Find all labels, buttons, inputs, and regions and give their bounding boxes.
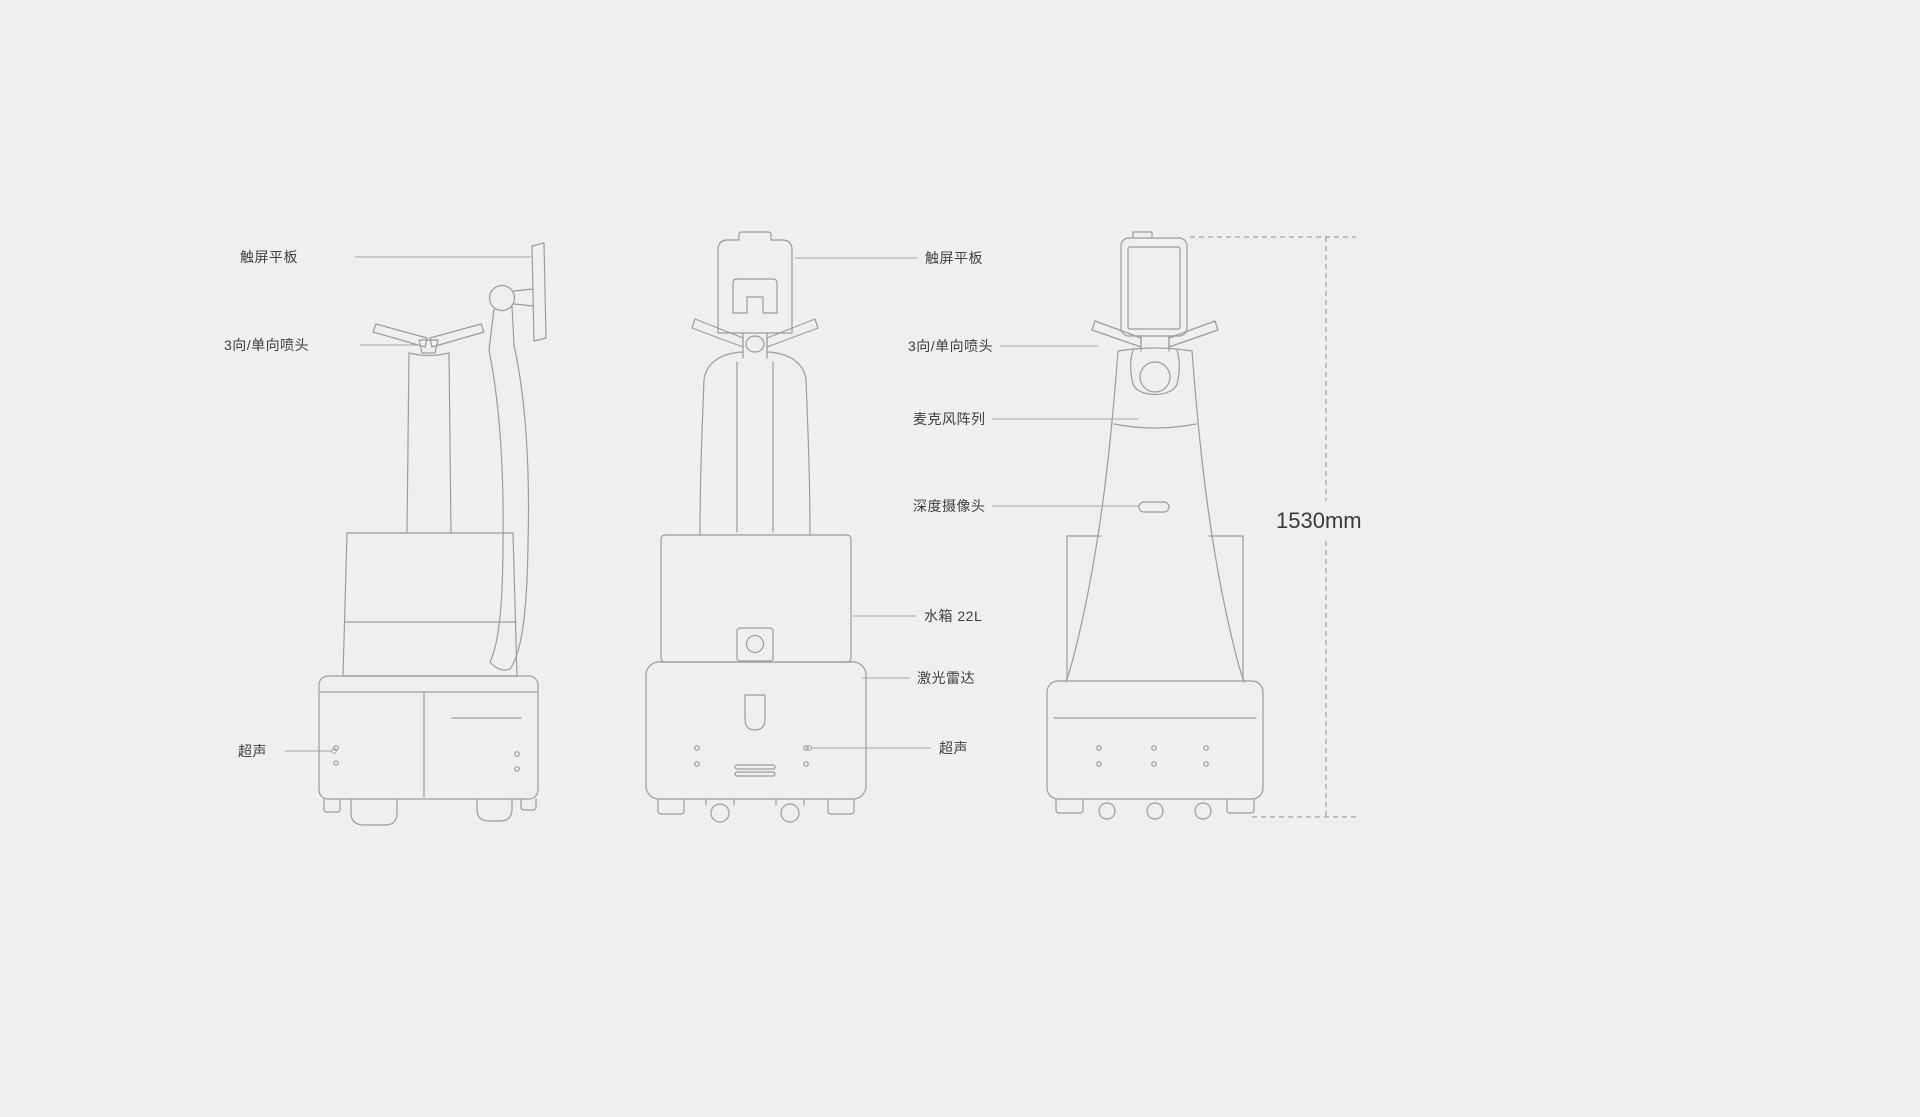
robot-front-view-drawing xyxy=(645,231,867,823)
robot-side-view-drawing xyxy=(318,242,547,826)
leader-endpoint-dot xyxy=(331,748,337,754)
spray-nozzle-shape xyxy=(691,318,819,359)
label-ultrasonic-left: 超声 xyxy=(238,743,267,759)
label-mic-array: 麦克风阵列 xyxy=(913,411,986,427)
nozzle-column-shape xyxy=(406,352,452,534)
tablet-back-shape xyxy=(717,231,793,334)
dimension-height-label: 1530mm xyxy=(1272,506,1366,536)
label-nozzle-left: 3向/单向喷头 xyxy=(224,337,310,353)
label-touchscreen-tablet-left: 触屏平板 xyxy=(240,249,298,265)
label-ultrasonic-right: 超声 xyxy=(939,740,968,756)
tablet-edge-shape xyxy=(488,242,547,342)
label-water-tank: 水箱 22L xyxy=(924,608,983,624)
base-chassis-shape xyxy=(318,675,539,800)
wheels-shape xyxy=(1055,798,1255,820)
wheels-shape xyxy=(657,798,855,823)
body-tower-shape xyxy=(1065,347,1245,683)
water-tank-shape xyxy=(660,534,852,663)
leader-endpoint-dot xyxy=(806,745,812,751)
water-tank-shape xyxy=(1066,535,1244,681)
spray-nozzle-shape xyxy=(372,323,485,354)
leader-lines xyxy=(285,256,1140,754)
water-tank-shape xyxy=(342,532,518,677)
label-touchscreen-tablet-right: 触屏平板 xyxy=(925,250,983,266)
label-depth-camera: 深度摄像头 xyxy=(913,498,986,514)
robot-front-screen-view-drawing xyxy=(1046,231,1264,820)
base-chassis-shape xyxy=(645,661,867,800)
wheels-shape xyxy=(323,798,537,826)
dimension-lines xyxy=(1190,236,1356,818)
head-yoke-shape xyxy=(1130,349,1180,396)
label-nozzle-right: 3向/单向喷头 xyxy=(908,338,994,354)
tablet-screen-shape xyxy=(1120,231,1188,337)
depth-camera-slot-shape xyxy=(1138,501,1170,513)
body-column-shape xyxy=(699,351,811,536)
label-lidar: 激光雷达 xyxy=(917,670,975,686)
handle-tube-shape xyxy=(488,305,530,671)
base-chassis-shape xyxy=(1046,680,1264,800)
